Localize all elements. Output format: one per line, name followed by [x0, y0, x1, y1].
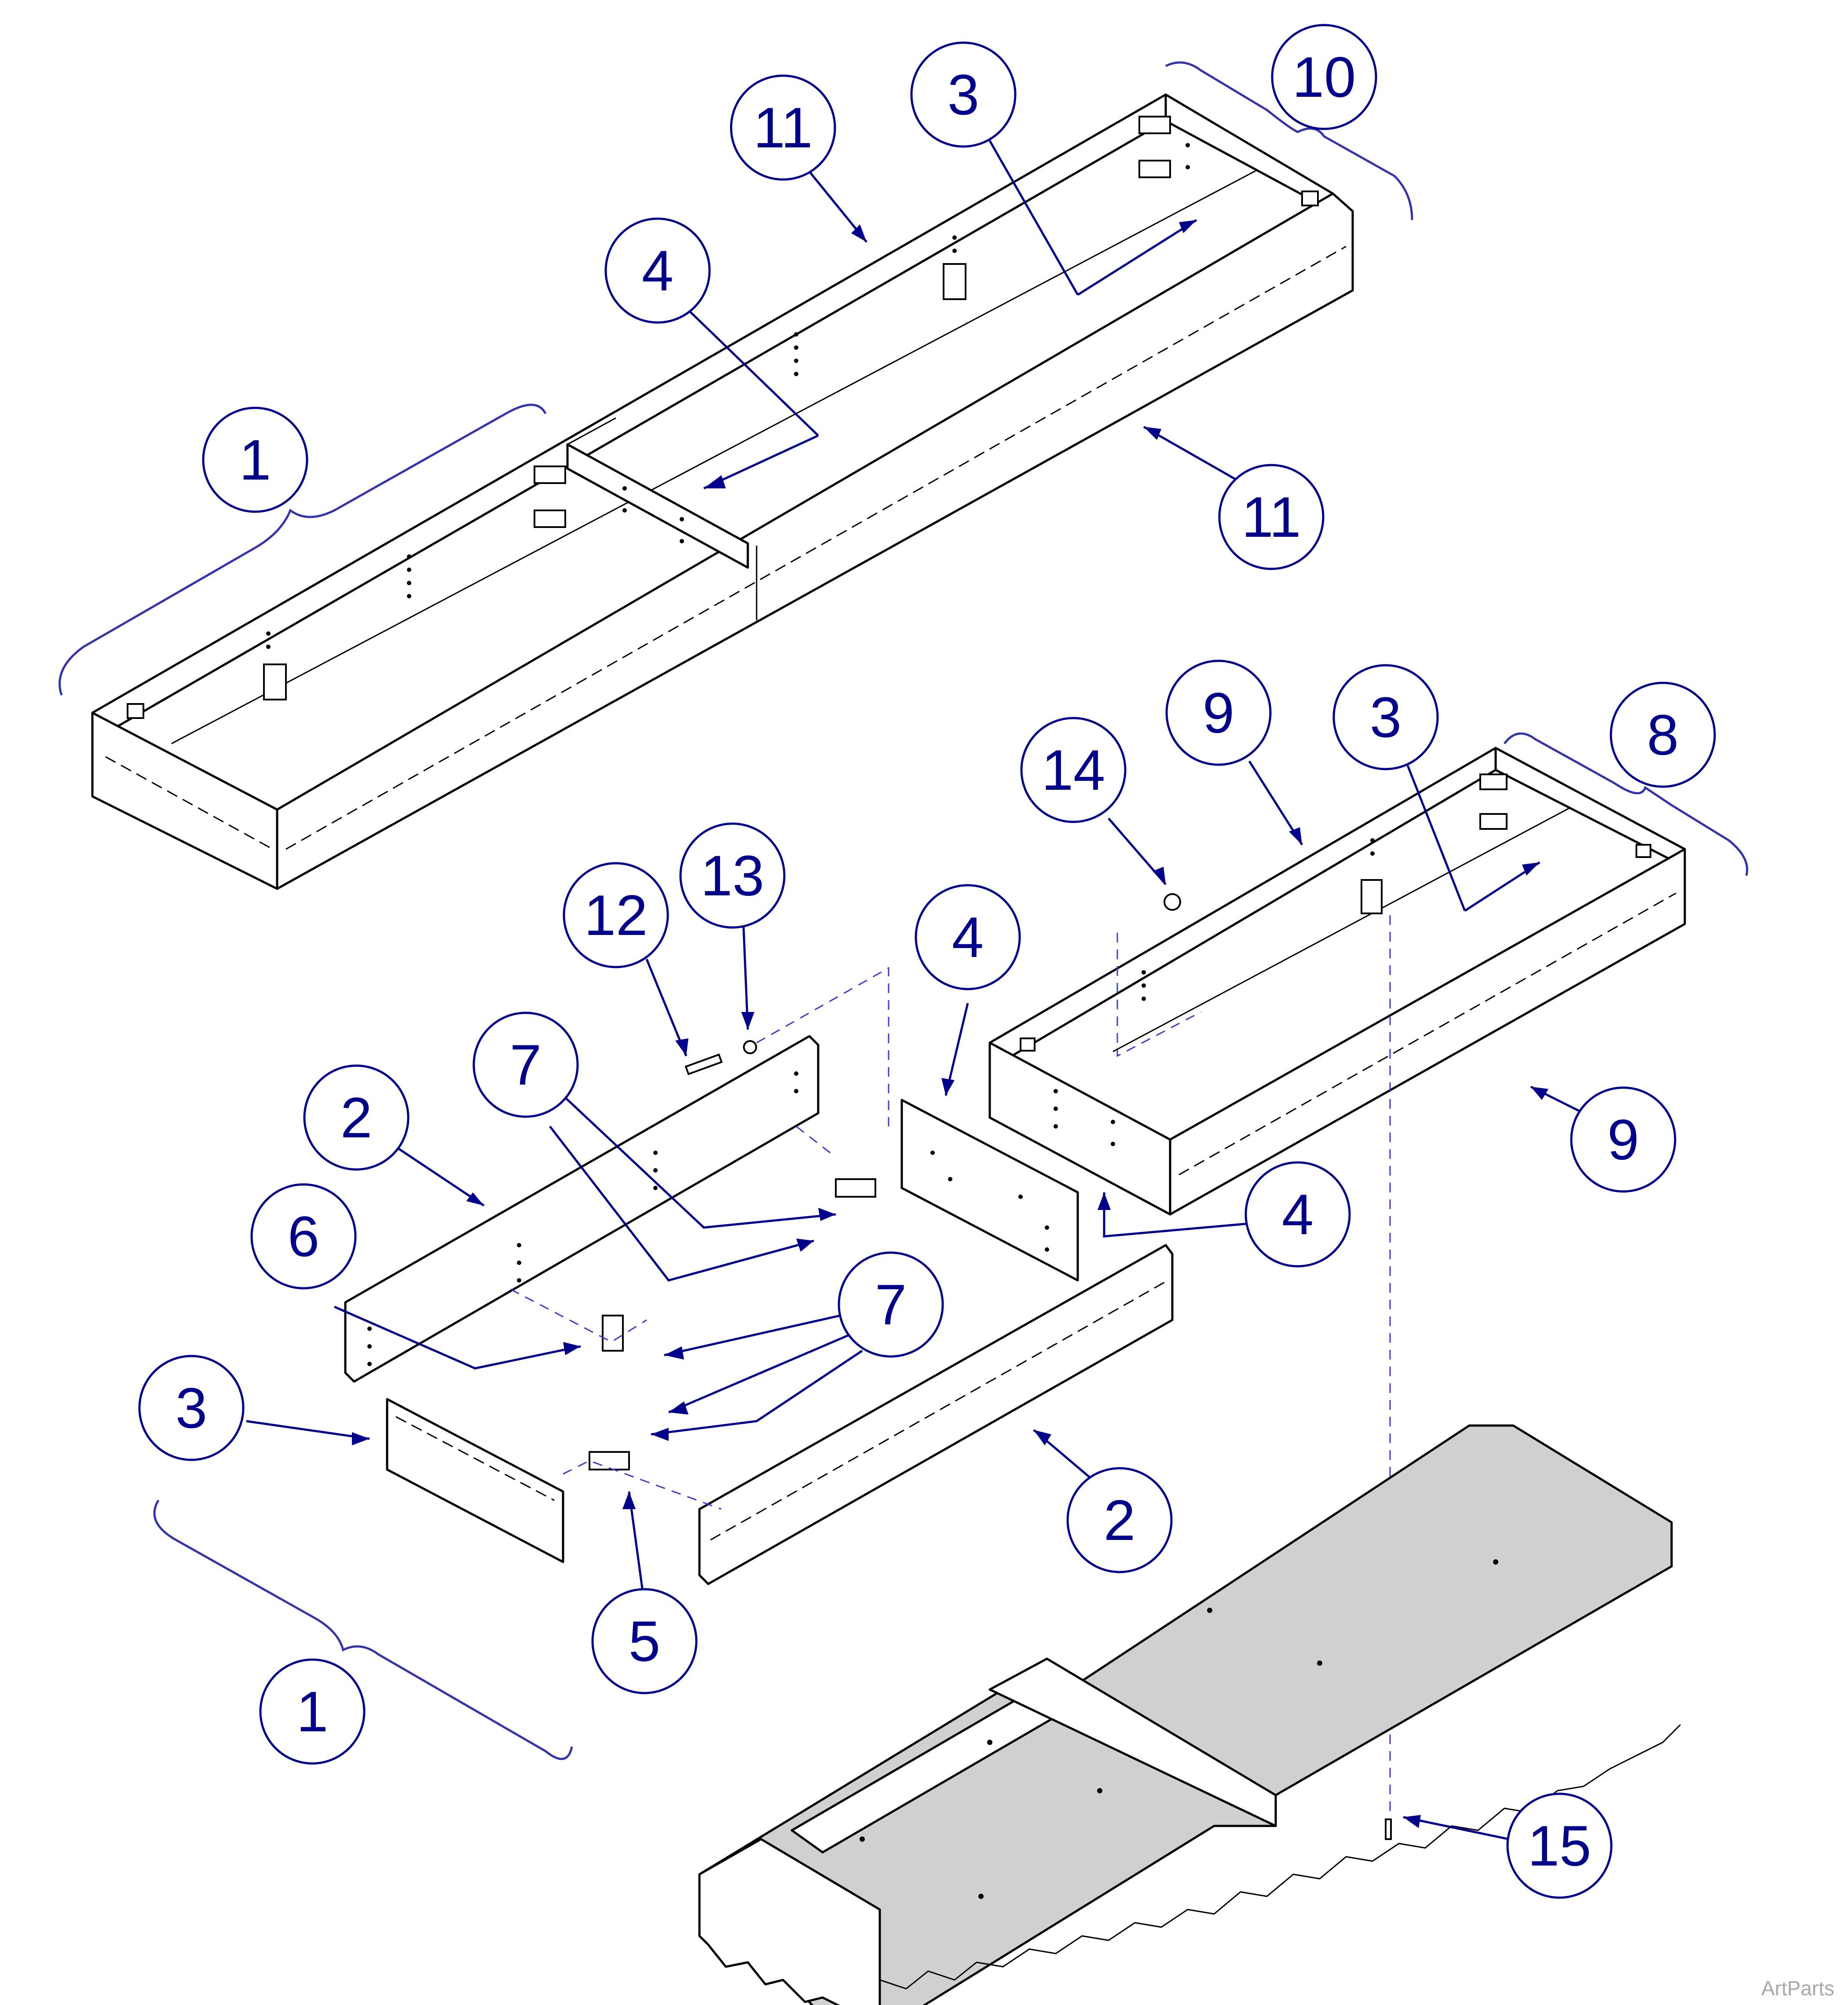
callout-1-upper: 1 [202, 407, 308, 513]
callout-label: 3 [176, 1376, 207, 1440]
upper-frame-cross-member [566, 443, 749, 569]
callout-label: 13 [701, 843, 765, 908]
callout-9-right: 9 [1570, 1086, 1676, 1193]
watermark-text: ArtParts [1761, 1977, 1834, 2000]
callout-8: 8 [1610, 682, 1716, 788]
callout-7-lower: 7 [838, 1251, 944, 1358]
callout-11-top: 11 [730, 74, 836, 181]
callout-4-upper: 4 [604, 217, 711, 324]
callout-12: 12 [563, 862, 669, 968]
callout-label: 4 [952, 905, 984, 969]
callout-6: 6 [250, 1183, 357, 1290]
loose-parts [344, 893, 1392, 1840]
base-near-end-cap [698, 1838, 881, 2005]
callout-label: 1 [296, 1679, 328, 1744]
brace-right-frame [1504, 732, 1749, 876]
callout-label: 3 [1370, 685, 1402, 749]
upper-frame-assembly [91, 93, 1354, 890]
callouts: 1 11 4 3 10 11 9 3 8 14 13 12 4 7 2 6 9 … [138, 24, 1716, 1899]
callout-11-right: 11 [1218, 464, 1325, 570]
callout-1-lower: 1 [259, 1658, 366, 1765]
callout-label: 14 [1042, 738, 1105, 802]
callout-label: 4 [1282, 1182, 1314, 1246]
base-platform [698, 1424, 1681, 2005]
callout-7-upper: 7 [472, 1012, 579, 1118]
callout-label: 12 [584, 883, 648, 947]
callout-label: 2 [340, 1085, 372, 1150]
callout-label: 11 [1242, 485, 1301, 549]
brace-upper-left [59, 403, 547, 696]
callout-label: 7 [875, 1272, 907, 1337]
callout-3-upper: 3 [910, 41, 1017, 148]
callout-4-lower: 4 [1244, 1161, 1351, 1268]
callout-label: 15 [1528, 1814, 1592, 1878]
base-crossbar-right [988, 1657, 1277, 1827]
callout-13: 13 [679, 822, 786, 929]
callout-label: 8 [1647, 703, 1679, 767]
callout-label: 6 [288, 1204, 319, 1268]
callout-3-lower: 3 [138, 1355, 245, 1461]
upper-frame-front-panel [276, 192, 1354, 890]
callout-label: 2 [1104, 1488, 1135, 1552]
callout-label: 9 [1607, 1107, 1639, 1172]
right-frame-front-panel [1169, 848, 1686, 1216]
right-frame-assembly [988, 747, 1686, 1216]
bolt-12 [684, 1053, 723, 1075]
callout-10: 10 [1271, 24, 1377, 130]
brace-upper-right [1165, 61, 1413, 220]
callout-label: 4 [642, 238, 673, 303]
callout-9-top: 9 [1165, 660, 1272, 766]
callout-14: 14 [1020, 717, 1127, 823]
callout-4-middle: 4 [915, 884, 1021, 990]
callout-label: 5 [629, 1609, 660, 1673]
callout-label: 10 [1292, 45, 1356, 109]
brace-lower-left [153, 1499, 573, 1760]
angle-bracket-5 [589, 1451, 630, 1470]
angle-bracket-6 [602, 1315, 624, 1352]
screw-15 [1385, 1818, 1392, 1840]
callout-5: 5 [591, 1588, 698, 1694]
callout-15: 15 [1506, 1792, 1613, 1899]
callout-label: 7 [510, 1033, 542, 1097]
callout-label: 1 [239, 428, 271, 492]
side-board-front [698, 1244, 1174, 1585]
angle-bracket-upper [835, 1178, 876, 1198]
callout-2-back: 2 [303, 1064, 410, 1171]
nut-14 [1164, 893, 1181, 911]
callout-label: 11 [754, 95, 813, 160]
washer-13 [743, 1040, 757, 1054]
end-board [900, 1099, 1079, 1282]
arrowheads [352, 220, 1548, 1828]
callout-2-front: 2 [1066, 1467, 1173, 1573]
end-board-small [386, 1398, 564, 1563]
callout-3-right: 3 [1332, 664, 1439, 770]
side-board-back [344, 1035, 820, 1383]
callout-label: 9 [1203, 681, 1234, 745]
callout-label: 3 [948, 62, 979, 127]
